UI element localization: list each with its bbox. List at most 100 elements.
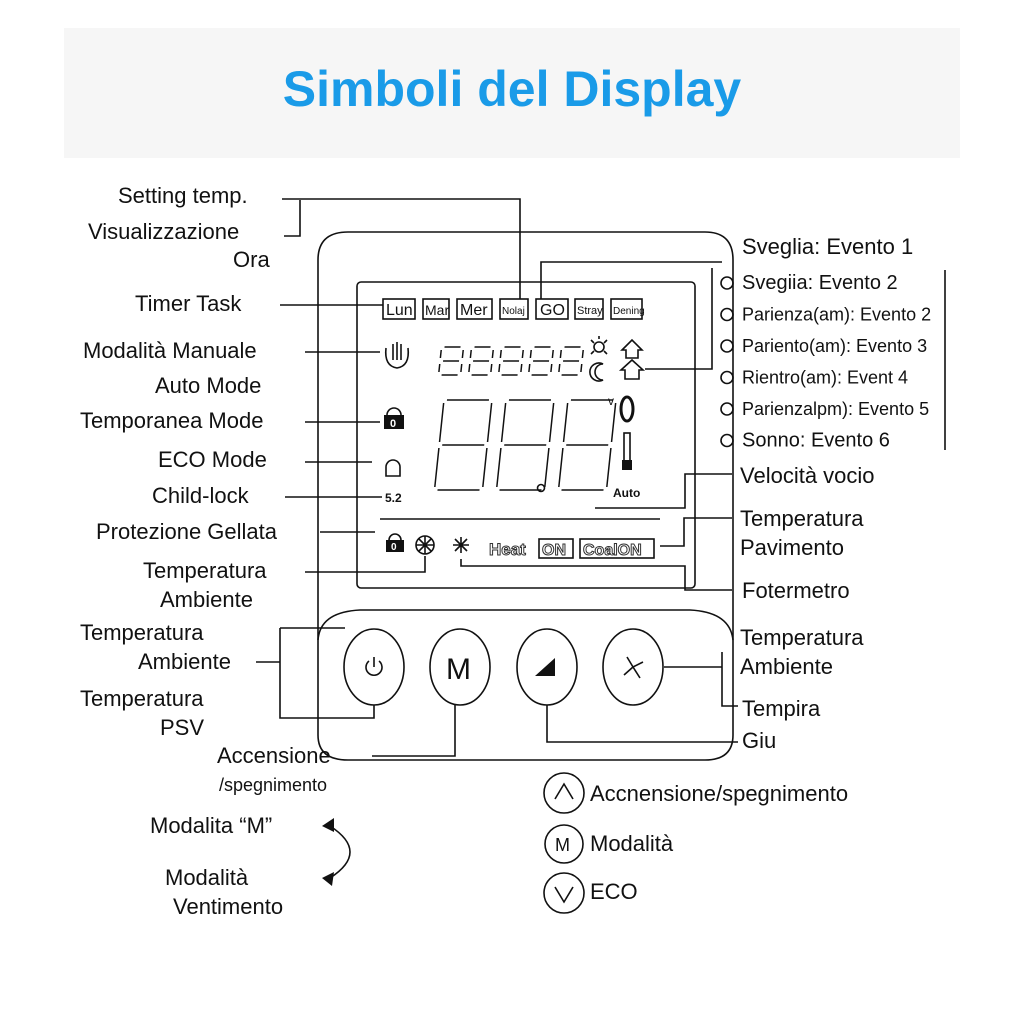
page-title: Simboli del Display [282, 61, 742, 117]
fan-speed-glyph: v [608, 394, 614, 408]
label-modalita-m: Modalita “M” [150, 813, 272, 838]
legend-label: Accnensione/spegnimento [590, 781, 848, 806]
house-icon [618, 358, 646, 380]
day-label: Stray [577, 305, 603, 317]
button-panel-edge [317, 609, 734, 641]
day-label: Lun [386, 302, 413, 319]
temperature-digits [434, 399, 617, 491]
title-banner [64, 28, 960, 158]
event-label: Sonno: Evento 6 [742, 430, 890, 452]
label-temp-ambiente-r: Ambiente [740, 654, 833, 679]
svg-text:M: M [446, 653, 471, 686]
event-label: Pariento(am): Evento 3 [742, 336, 927, 356]
moon-icon [720, 433, 734, 448]
day-row: Lun Mar Mer Nolaj GO Stray Dening [382, 298, 645, 320]
label-modalita-vent: Modalità [165, 865, 249, 890]
label-velocita: Velocità vocio [740, 463, 875, 488]
house-icon [720, 307, 734, 322]
seven-segment-digit [434, 399, 493, 491]
m-icon: M [544, 824, 584, 864]
decimal-point [536, 483, 546, 493]
label-temp-psv: Temperatura [80, 686, 204, 711]
event-label: Rientro(am): Event 4 [742, 368, 908, 388]
seven-segment-digit [468, 346, 494, 376]
chevron-down-icon [543, 872, 585, 914]
day-label: Dening [613, 306, 645, 317]
label-temporanea-mode: Temporanea Mode [80, 408, 263, 433]
event-label: Parienza(am): Evento 2 [742, 305, 931, 325]
label-setting-temp: Setting temp. [118, 183, 248, 208]
label-temp-ambiente-1: Ambiente [160, 587, 253, 612]
clock-digits [438, 346, 584, 376]
event-label: Parienzalpm): Evento 5 [742, 399, 929, 419]
sun-icon [590, 336, 608, 355]
mode-button[interactable]: M [429, 628, 491, 706]
seven-segment-digit [528, 346, 554, 376]
label-visualizzazione: Visualizzazione [88, 219, 239, 244]
label-temp-ambiente-r: Temperatura [740, 625, 864, 650]
moon-icon [589, 362, 604, 382]
power-button[interactable] [343, 628, 405, 706]
snowflake-icon [453, 537, 469, 553]
moon-icon [720, 402, 734, 416]
label-temp-ambiente-2: Ambiente [138, 649, 231, 674]
label-protezione-gellata: Protezione Gellata [96, 519, 278, 544]
label-giu: Giu [742, 728, 776, 753]
label-eco-mode: ECO Mode [158, 447, 267, 472]
seven-segment-digit [558, 346, 584, 376]
day-label: Mer [460, 302, 488, 319]
chevron-up-icon [543, 772, 585, 814]
fan-auto-label: Auto [613, 486, 640, 500]
sun-icon [720, 276, 734, 290]
seven-segment-digit [496, 399, 555, 491]
down-button[interactable] [516, 628, 578, 706]
frost-protection-icon [415, 535, 435, 555]
house-icon [620, 338, 644, 359]
manual-mode-icon [384, 342, 410, 369]
label-tempira: Tempira [742, 696, 821, 721]
label-modalita-manuale: Modalità Manuale [83, 338, 257, 363]
svg-text:M: M [555, 835, 570, 855]
child-lock-value: 5.2 [385, 491, 402, 505]
heat-label: Heat [489, 540, 526, 559]
lcd-screen [356, 281, 696, 589]
lock-icon: 0 [384, 407, 404, 430]
coal-on-label: CoalON [583, 542, 642, 559]
svg-text:0: 0 [390, 418, 396, 430]
day-label: Nolaj [502, 306, 525, 317]
seven-segment-digit [498, 346, 524, 376]
label-ora: Ora [233, 247, 270, 272]
label-spegnimento: /spegnimento [219, 775, 327, 795]
legend-label: Modalità [590, 831, 674, 856]
thermometer-icon [622, 432, 632, 470]
label-timer-task: Timer Task [135, 291, 242, 316]
label-temp-pavimento: Temperatura [740, 506, 864, 531]
day-label: GO [540, 302, 565, 319]
device-outline [317, 231, 734, 761]
legend-label: ECO [590, 879, 638, 904]
heat-on-label: ON [542, 542, 566, 559]
label-child-lock: Child-lock [152, 483, 250, 508]
lock-icon: 0 [386, 533, 404, 553]
event-label: Svegiia: Evento 2 [742, 272, 898, 294]
day-label: Mar [425, 302, 449, 318]
fan-speed-indicator [619, 395, 635, 423]
label-fotermetro: Fotermetro [742, 578, 850, 603]
label-sveglia-1: Sveglia: Evento 1 [742, 234, 913, 259]
svg-text:0: 0 [391, 542, 397, 553]
label-temp-ambiente-1: Temperatura [143, 558, 267, 583]
cycle-arrow-icon [329, 825, 351, 879]
seven-segment-digit [558, 399, 617, 491]
label-auto-mode: Auto Mode [155, 373, 261, 398]
label-modalita-vent: Ventimento [173, 894, 283, 919]
eco-bell-icon [385, 459, 401, 477]
seven-segment-digit [438, 346, 464, 376]
label-temp-psv: PSV [160, 715, 204, 740]
house-icon [720, 339, 734, 353]
label-temp-ambiente-2: Temperatura [80, 620, 204, 645]
label-accensione: Accensione [217, 743, 331, 768]
house-icon [720, 370, 734, 385]
fan-button[interactable] [602, 628, 664, 706]
label-temp-pavimento: Pavimento [740, 535, 844, 560]
